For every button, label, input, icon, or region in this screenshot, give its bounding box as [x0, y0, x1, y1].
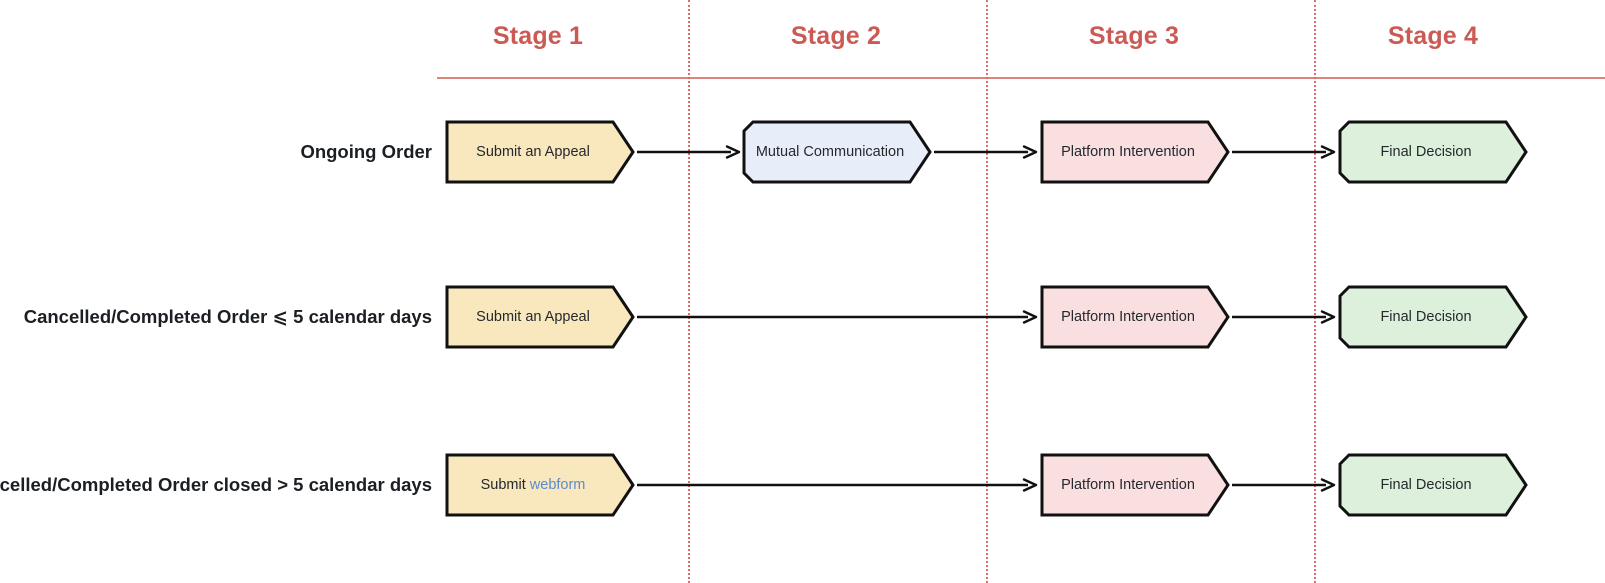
row-label-2: Cancelled/Completed Order ⩽ 5 calendar d… — [23, 306, 432, 327]
row-label-1: Ongoing Order — [300, 141, 432, 162]
flow-node-mutual-communication[interactable]: Mutual Communication — [742, 120, 932, 184]
stage-divider-3 — [1314, 0, 1316, 583]
flow-node-platform-intervention[interactable]: Platform Intervention — [1040, 120, 1230, 184]
stage-heading-1: Stage 1 — [492, 22, 584, 50]
connector-arrow-r2-2 — [1232, 310, 1336, 324]
flow-node-submit-an-appeal[interactable]: Submit an Appeal — [445, 120, 635, 184]
flow-node-platform-intervention[interactable]: Platform Intervention — [1040, 453, 1230, 517]
connector-arrow-r3-2 — [1232, 478, 1336, 492]
connector-arrow-r3-1 — [637, 478, 1038, 492]
flow-node-final-decision[interactable]: Final Decision — [1338, 453, 1528, 517]
stage-divider-2 — [986, 0, 988, 583]
flow-node-submit-an-appeal[interactable]: Submit an Appeal — [445, 285, 635, 349]
stage-heading-3: Stage 3 — [1088, 22, 1180, 50]
connector-arrow-r1-2 — [934, 145, 1038, 159]
stage-heading-2: Stage 2 — [790, 22, 882, 50]
flow-node-submit-webform[interactable]: Submit webform — [445, 453, 635, 517]
flow-node-final-decision[interactable]: Final Decision — [1338, 120, 1528, 184]
stage-divider-1 — [688, 0, 690, 583]
flow-node-platform-intervention[interactable]: Platform Intervention — [1040, 285, 1230, 349]
flow-node-final-decision[interactable]: Final Decision — [1338, 285, 1528, 349]
header-rule — [437, 77, 1605, 79]
connector-arrow-r2-1 — [637, 310, 1038, 324]
connector-arrow-r1-3 — [1232, 145, 1336, 159]
row-label-3: Cancelled/Completed Order closed > 5 cal… — [0, 474, 432, 495]
connector-arrow-r1-1 — [637, 145, 741, 159]
stage-heading-4: Stage 4 — [1387, 22, 1479, 50]
